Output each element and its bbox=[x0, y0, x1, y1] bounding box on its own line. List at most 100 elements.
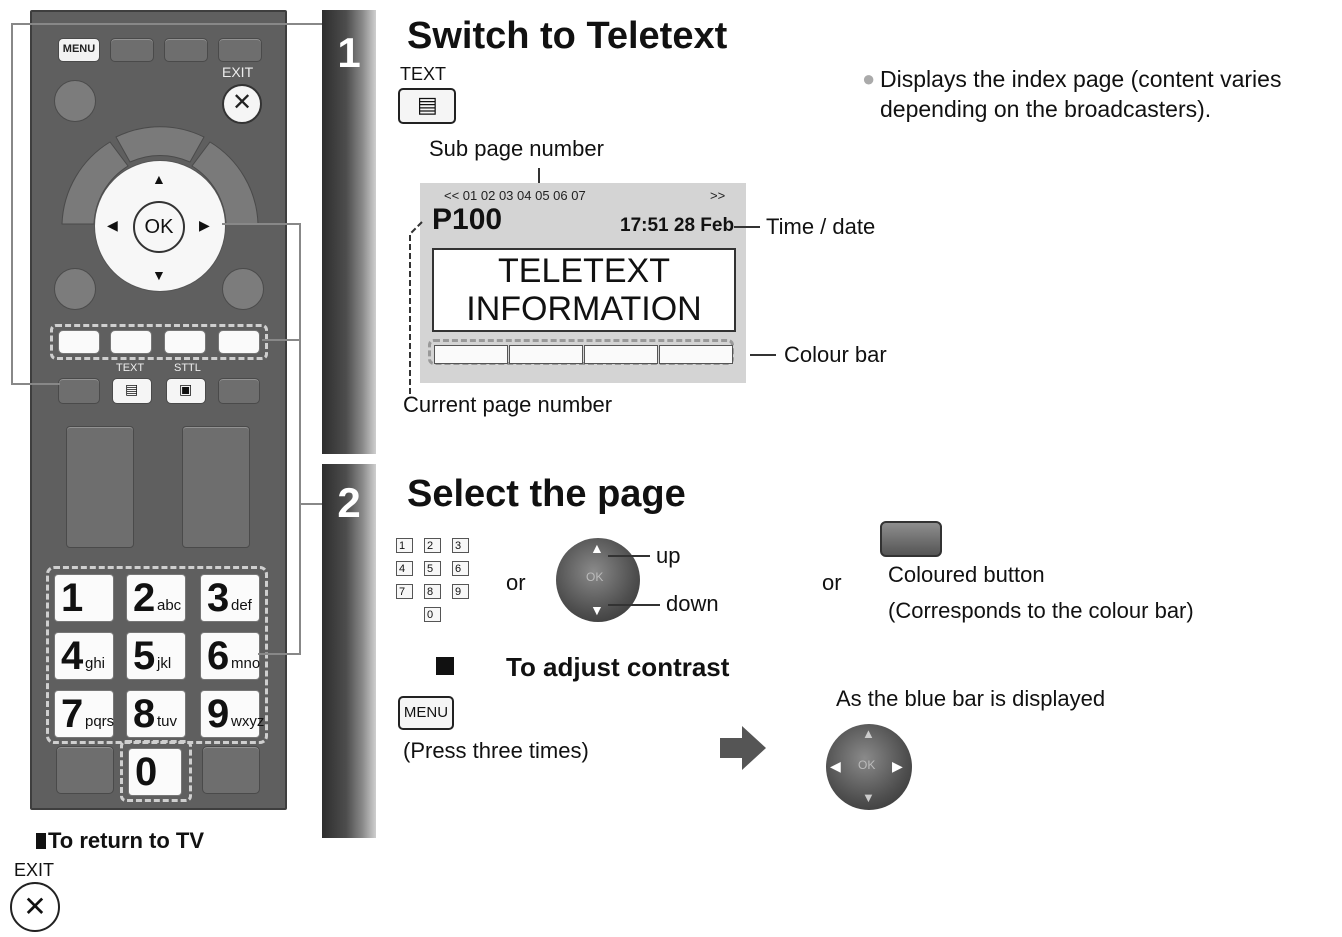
pad-key-0: 0 bbox=[424, 607, 441, 622]
remote-round-button-left[interactable] bbox=[54, 80, 96, 122]
pad-key-2: 2 bbox=[424, 538, 441, 553]
arrow-up-icon[interactable]: ▲ bbox=[152, 171, 166, 187]
channel-rocker[interactable] bbox=[182, 426, 250, 548]
remote-bottom-left-button[interactable] bbox=[56, 746, 114, 794]
key-1[interactable]: 1 bbox=[54, 574, 114, 622]
line-text-to-step1 bbox=[11, 23, 322, 385]
menu-button[interactable]: MENU bbox=[58, 38, 100, 62]
return-exit-caption: EXIT bbox=[14, 860, 55, 880]
step1-note: Displays the index page (content varies … bbox=[880, 66, 1282, 122]
coloured-button-icon bbox=[880, 521, 942, 557]
arrow-right-icon: ▶ bbox=[892, 758, 903, 774]
pad-key-3: 3 bbox=[452, 538, 469, 553]
teletext-icon: ▤ bbox=[417, 92, 438, 117]
remote-arc-buttons bbox=[61, 126, 259, 225]
sub-page-label: Sub page number bbox=[429, 136, 604, 161]
pad-key-5: 5 bbox=[424, 561, 441, 576]
menu-button-label: MENU bbox=[62, 43, 96, 55]
close-icon: ✕ bbox=[23, 891, 47, 922]
pad-key-1: 1 bbox=[396, 538, 413, 553]
teletext-icon: ▤ bbox=[125, 381, 139, 397]
arrow-up-icon: ▲ bbox=[862, 726, 875, 741]
blue-bar-label: As the blue bar is displayed bbox=[836, 686, 1106, 711]
coloured-button-label: Coloured button bbox=[888, 562, 1045, 587]
or-label-1: or bbox=[506, 570, 526, 595]
key-9-letters: wxyz bbox=[231, 713, 265, 730]
bullet-square-icon bbox=[436, 657, 454, 675]
green-button[interactable] bbox=[110, 330, 152, 354]
subpage-list: << 01 02 03 04 05 06 07 bbox=[444, 188, 586, 203]
time-date-label: Time / date bbox=[766, 214, 876, 239]
number-pad-icon: 1 2 3 4 5 6 7 8 9 0 bbox=[396, 538, 486, 628]
key-6-digit: 6 bbox=[207, 634, 230, 678]
remote-round-button-bl[interactable] bbox=[54, 268, 96, 310]
step2-number: 2 bbox=[337, 479, 361, 526]
up-pointer bbox=[608, 555, 650, 557]
pad-key-9: 9 bbox=[452, 584, 469, 599]
arrow-left-icon[interactable]: ◀ bbox=[107, 217, 118, 233]
exit-text: EXIT bbox=[222, 64, 254, 80]
key-0[interactable]: 0 bbox=[128, 748, 182, 796]
dpad-ok: OK bbox=[586, 570, 604, 584]
colour-bar-pointer bbox=[750, 354, 776, 356]
remote-mid-button-1[interactable] bbox=[58, 378, 100, 404]
key-3-letters: def bbox=[231, 597, 252, 614]
pad-key-6: 6 bbox=[452, 561, 469, 576]
step1-heading: Switch to Teletext bbox=[407, 15, 728, 57]
down-pointer bbox=[608, 604, 660, 606]
text-button[interactable]: ▤ bbox=[112, 378, 152, 404]
remote-bottom-right-button[interactable] bbox=[202, 746, 260, 794]
step1-number: 1 bbox=[337, 29, 361, 76]
return-tv-title: To return to TV bbox=[36, 828, 204, 854]
key-6-letters: mno bbox=[231, 655, 261, 672]
remote-mid-button-4[interactable] bbox=[218, 378, 260, 404]
sttl-key-caption: STTL bbox=[174, 362, 201, 374]
return-exit-button[interactable]: ✕ bbox=[10, 882, 60, 932]
volume-rocker[interactable] bbox=[66, 426, 134, 548]
text-key-label: TEXT bbox=[400, 64, 447, 84]
dpad-contrast-ok: OK bbox=[858, 758, 876, 772]
blue-button[interactable] bbox=[218, 330, 260, 354]
page-number: P100 bbox=[432, 203, 503, 236]
red-button[interactable] bbox=[58, 330, 100, 354]
contrast-title: To adjust contrast bbox=[506, 652, 730, 682]
remote-top-button-2[interactable] bbox=[110, 38, 154, 62]
yellow-button[interactable] bbox=[164, 330, 206, 354]
text-key-icon[interactable]: ▤ bbox=[398, 88, 456, 124]
teletext-info-box: TELETEXT INFORMATION bbox=[432, 248, 736, 332]
remote-dpad[interactable]: ▲ ▼ ◀ ▶ OK bbox=[94, 160, 226, 292]
current-page-pointer bbox=[409, 221, 423, 396]
down-label: down bbox=[666, 591, 719, 616]
key-7-digit: 7 bbox=[61, 692, 84, 736]
text-key-caption: TEXT bbox=[116, 362, 145, 374]
step2-bar bbox=[322, 464, 376, 838]
key-4-letters: ghi bbox=[85, 655, 106, 672]
arrow-right-icon[interactable]: ▶ bbox=[199, 217, 210, 233]
key-8-letters: tuv bbox=[157, 713, 178, 730]
close-icon: ✕ bbox=[231, 89, 253, 116]
sttl-button[interactable]: ▣ bbox=[166, 378, 206, 404]
key-5-digit: 5 bbox=[133, 634, 156, 678]
remote-control: MENU EXIT ✕ ▲ ▼ ◀ ▶ OK TEXT STTL ▤ ▣ 1 2… bbox=[30, 10, 287, 810]
arrow-down-icon: ▼ bbox=[590, 602, 604, 618]
time-date: 17:51 28 Feb bbox=[620, 215, 735, 236]
remote-top-button-3[interactable] bbox=[164, 38, 208, 62]
bullet-square-icon bbox=[36, 833, 46, 849]
remote-top-button-4[interactable] bbox=[218, 38, 262, 62]
key-9-digit: 9 bbox=[207, 692, 230, 736]
remote-round-button-br[interactable] bbox=[222, 268, 264, 310]
ok-button[interactable]: OK bbox=[133, 201, 185, 253]
arrow-down-icon[interactable]: ▼ bbox=[152, 267, 166, 283]
arc-top-button[interactable] bbox=[115, 126, 205, 163]
key-2-digit: 2 bbox=[133, 576, 156, 620]
key-3-digit: 3 bbox=[207, 576, 230, 620]
exit-button[interactable]: ✕ bbox=[222, 84, 262, 124]
